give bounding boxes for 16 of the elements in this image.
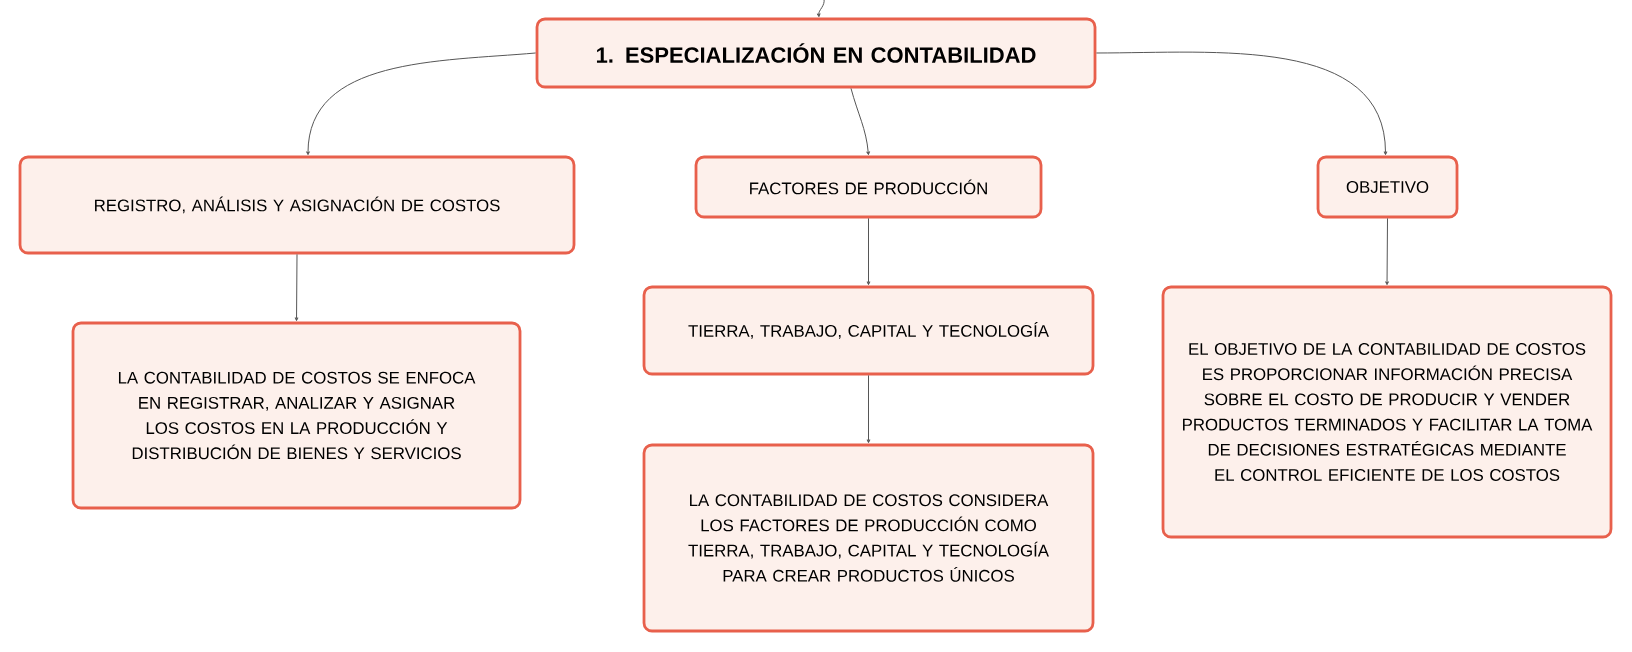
topic-box: 1. ESPECIALIZACIÓN EN CONTABILIDAD	[535, 17, 1097, 89]
concept-box: LA CONTABILIDAD DE COSTOS CONSIDERA LOS FACTORES DE PRODUCCIÓN COMO TIERRA, TRABAJO, CAPITAL Y TECNOLOGÍA PARA CREAR PRODUCTOS ÚNICOS	[642, 443, 1095, 633]
concept-box: LA CONTABILIDAD DE COSTOS SE ENFOCA EN REGISTRAR, ANALIZAR Y ASIGNAR LOS COSTOS EN LA PRODUCCIÓN Y DISTRIBUCIÓN DE BIENES Y SERVICIOS	[71, 321, 522, 510]
arrow	[866, 217, 871, 286]
concept-box: EL OBJETIVO DE LA CONTABILIDAD DE COSTOS ES PROPORCIONAR INFORMACIÓN PRECISA SOBRE EL COSTO DE PRODUCIR Y VENDER PRODUCTOS TERMINADOS Y FACILITAR LA TOMA DE DECISIONES ESTRATÉGICAS MEDIANTE EL CONTROL EFICIENTE DE LOS COSTOS	[1161, 285, 1613, 539]
concept-box: FACTORES DE PRODUCCIÓN	[694, 155, 1043, 219]
arrow	[866, 374, 871, 444]
concept-box: REGISTRO, ANÁLISIS Y ASIGNACIÓN DE COSTOS	[18, 155, 576, 255]
arrow	[850, 87, 871, 156]
arrow	[1385, 217, 1389, 286]
concept-box: OBJETIVO	[1316, 155, 1459, 219]
arrow	[294, 253, 299, 322]
arrow	[1095, 51, 1388, 156]
arrow	[306, 52, 537, 156]
arrow	[816, 0, 825, 18]
concept-box: TIERRA, TRABAJO, CAPITAL Y TECNOLOGÍA	[642, 285, 1095, 376]
